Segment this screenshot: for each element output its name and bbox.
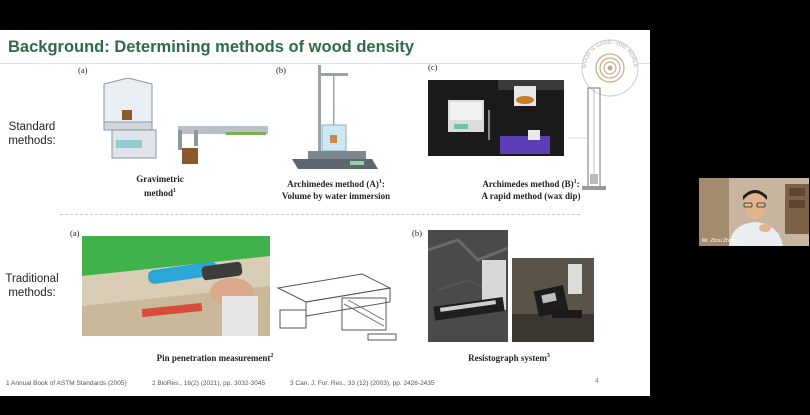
- archimedes-b-photo: [428, 80, 564, 156]
- reference-3: 3 Can. J. For. Res., 33 (12) (2003), pp.…: [290, 380, 435, 387]
- participant-name: Mr. Zhou Zhang: [702, 238, 738, 244]
- panel-letter-a-bottom: (a): [70, 228, 80, 238]
- resistograph-photo-left: [428, 230, 508, 342]
- participant-video: [699, 178, 809, 246]
- wood-is-good-logo: WOOD IS GOOD · ONE WORLD ONE WOOD: [578, 36, 642, 100]
- archimedes-b-caption: Archimedes method (B)1: A rapid method (…: [481, 179, 581, 201]
- section-divider: [60, 214, 580, 215]
- shared-slide: Background: Determining methods of wood …: [0, 30, 650, 396]
- slide-title: Background: Determining methods of wood …: [8, 38, 415, 56]
- gravimetric-balance-illustration: [98, 78, 270, 170]
- panel-letter-a-top: (a): [78, 65, 88, 75]
- panel-letter-b-top: (b): [276, 65, 286, 75]
- resistograph-photo-right: [512, 258, 594, 342]
- panel-letter-b-bottom: (b): [412, 228, 422, 238]
- page-number: 4: [595, 378, 599, 385]
- archimedes-a-caption-text: Archimedes method (A)1: Volume by water …: [281, 179, 391, 201]
- title-divider: [0, 63, 650, 64]
- pin-device-drawing: [272, 268, 402, 344]
- traditional-methods-label: Traditional methods:: [5, 273, 59, 299]
- pin-penetration-photo: [82, 236, 270, 336]
- resistograph-caption: Resistograph system3: [468, 353, 550, 363]
- gravimetric-caption: Gravimetric method1: [136, 174, 184, 198]
- standard-methods-label: Standard methods:: [8, 121, 56, 147]
- pin-penetration-caption: Pin penetration measurement2: [156, 353, 274, 363]
- wax-dip-sketch: [568, 82, 628, 192]
- reference-2: 2 BioRes., 16(2) (2021), pp. 3032-3045: [152, 380, 266, 387]
- participant-video-tile[interactable]: Mr. Zhou Zhang: [699, 178, 809, 246]
- reference-1: 1 Annual Book of ASTM Standards (2005): [6, 380, 127, 387]
- archimedes-a-illustration: [290, 63, 382, 171]
- panel-letter-c-top: (c): [428, 62, 438, 72]
